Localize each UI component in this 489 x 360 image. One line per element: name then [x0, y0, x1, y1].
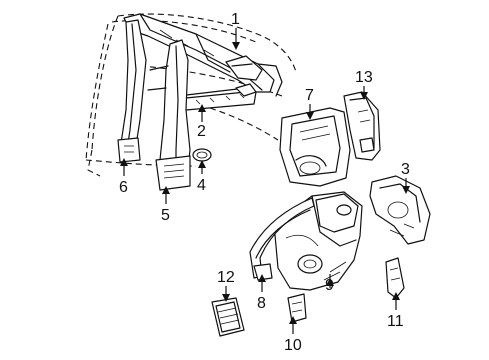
part-1-roof-side-rail: [123, 13, 283, 97]
part-2-inner-rail: [175, 83, 257, 111]
part-4-grommet: [192, 148, 212, 162]
callout-9: 9: [325, 277, 334, 294]
part-10-bracket: [287, 293, 307, 323]
part-6-pillar: [117, 19, 147, 163]
part-9-wheelhouse-inner: [273, 191, 363, 291]
leader-lines: [120, 28, 410, 334]
callout-4: 4: [197, 177, 206, 194]
part-8-flange: [249, 197, 315, 281]
part-12-vent: [211, 297, 245, 337]
callout-1: 1: [231, 11, 240, 28]
callout-11: 11: [387, 313, 404, 330]
part-7-quarter-panel: [279, 107, 351, 187]
callout-10: 10: [284, 337, 302, 354]
callout-5: 5: [161, 207, 170, 224]
part-5-center-pillar: [147, 39, 191, 191]
callout-12: 12: [217, 269, 235, 286]
callout-labels: 1 2 3 4 5 6 7 8 9 10 11 12 13: [119, 11, 410, 354]
callout-3: 3: [401, 161, 410, 178]
part-11-brace: [385, 257, 405, 299]
part-3-wheelhouse-outer: [369, 175, 431, 245]
callout-2: 2: [197, 123, 206, 140]
callout-7: 7: [305, 87, 314, 104]
part-13-reinforcement: [343, 91, 381, 161]
callout-8: 8: [257, 295, 266, 312]
callout-13: 13: [355, 69, 373, 86]
callout-6: 6: [119, 179, 128, 196]
